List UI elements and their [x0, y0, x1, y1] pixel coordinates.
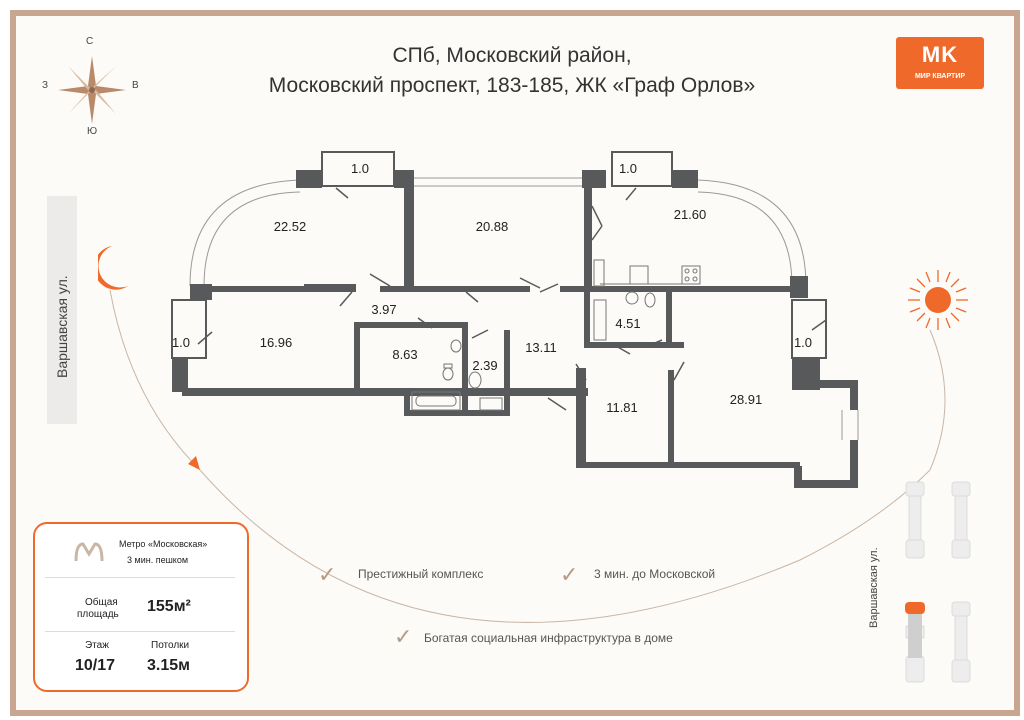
room-area-3: 21.60: [673, 207, 707, 222]
feature-1: Престижный комплекс: [358, 567, 484, 581]
metro-icon: [74, 542, 104, 562]
balcony-area-1: 1.0: [350, 161, 370, 176]
company-logo: MK МИР КВАРТИР: [896, 37, 984, 89]
check-icon-3: ✓: [394, 624, 413, 649]
floor-label: Этаж: [85, 640, 109, 651]
room-area-10: 11.81: [606, 400, 638, 415]
room-area-8: 13.11: [525, 340, 557, 355]
room-area-1: 22.52: [273, 219, 307, 234]
room-area-5: 3.97: [371, 302, 397, 317]
area-label-line-2: площадь: [77, 609, 119, 620]
balcony-area-3: 1.0: [171, 335, 191, 350]
room-area-11: 28.91: [729, 392, 763, 407]
metro-walk-time: 3 мин. пешком: [127, 555, 189, 565]
room-area-6: 8.63: [392, 347, 418, 362]
room-area-7: 2.39: [472, 358, 498, 373]
compass-north: С: [86, 36, 94, 47]
compass-rose-icon: [58, 56, 126, 124]
room-area-2: 20.88: [475, 219, 509, 234]
area-value: 155м²: [147, 598, 191, 615]
check-icon-2: ✓: [560, 562, 579, 587]
sun-icon: [908, 270, 968, 330]
compass-east: В: [132, 80, 139, 91]
feature-2: 3 мин. до Московской: [594, 567, 716, 581]
balcony-area-2: 1.0: [618, 161, 638, 176]
compass-west: З: [42, 80, 49, 91]
page-title-line-1: СПб, Московский район,: [392, 44, 632, 67]
room-area-9: 4.51: [615, 316, 641, 331]
metro-name: Метро «Московская»: [119, 539, 208, 549]
logo-text: МИР КВАРТИР: [914, 73, 966, 80]
feature-3: Богатая социальная инфраструктура в доме: [424, 631, 673, 645]
floor-value: 10/17: [75, 657, 116, 674]
ceiling-label: Потолки: [151, 640, 190, 651]
card-divider-1: [45, 577, 235, 578]
page-title-line-2: Московский проспект, 183-185, ЖК «Граф О…: [268, 74, 756, 97]
card-divider-2: [45, 631, 235, 632]
apartment-info-card: Метро «Московская» 3 мин. пешком Общая п…: [33, 522, 249, 692]
check-icon-1: ✓: [318, 562, 337, 587]
area-label-line-1: Общая: [85, 597, 118, 608]
room-area-4: 16.96: [259, 335, 293, 350]
ceiling-value: 3.15м: [147, 657, 190, 674]
compass-south: Ю: [87, 126, 98, 137]
building-section-diagram: [905, 481, 971, 683]
balcony-area-4: 1.0: [793, 335, 813, 350]
street-label-right: Варшавская ул.: [868, 547, 880, 628]
street-left-strip: [47, 196, 77, 424]
logo-mark: MK: [921, 42, 959, 67]
